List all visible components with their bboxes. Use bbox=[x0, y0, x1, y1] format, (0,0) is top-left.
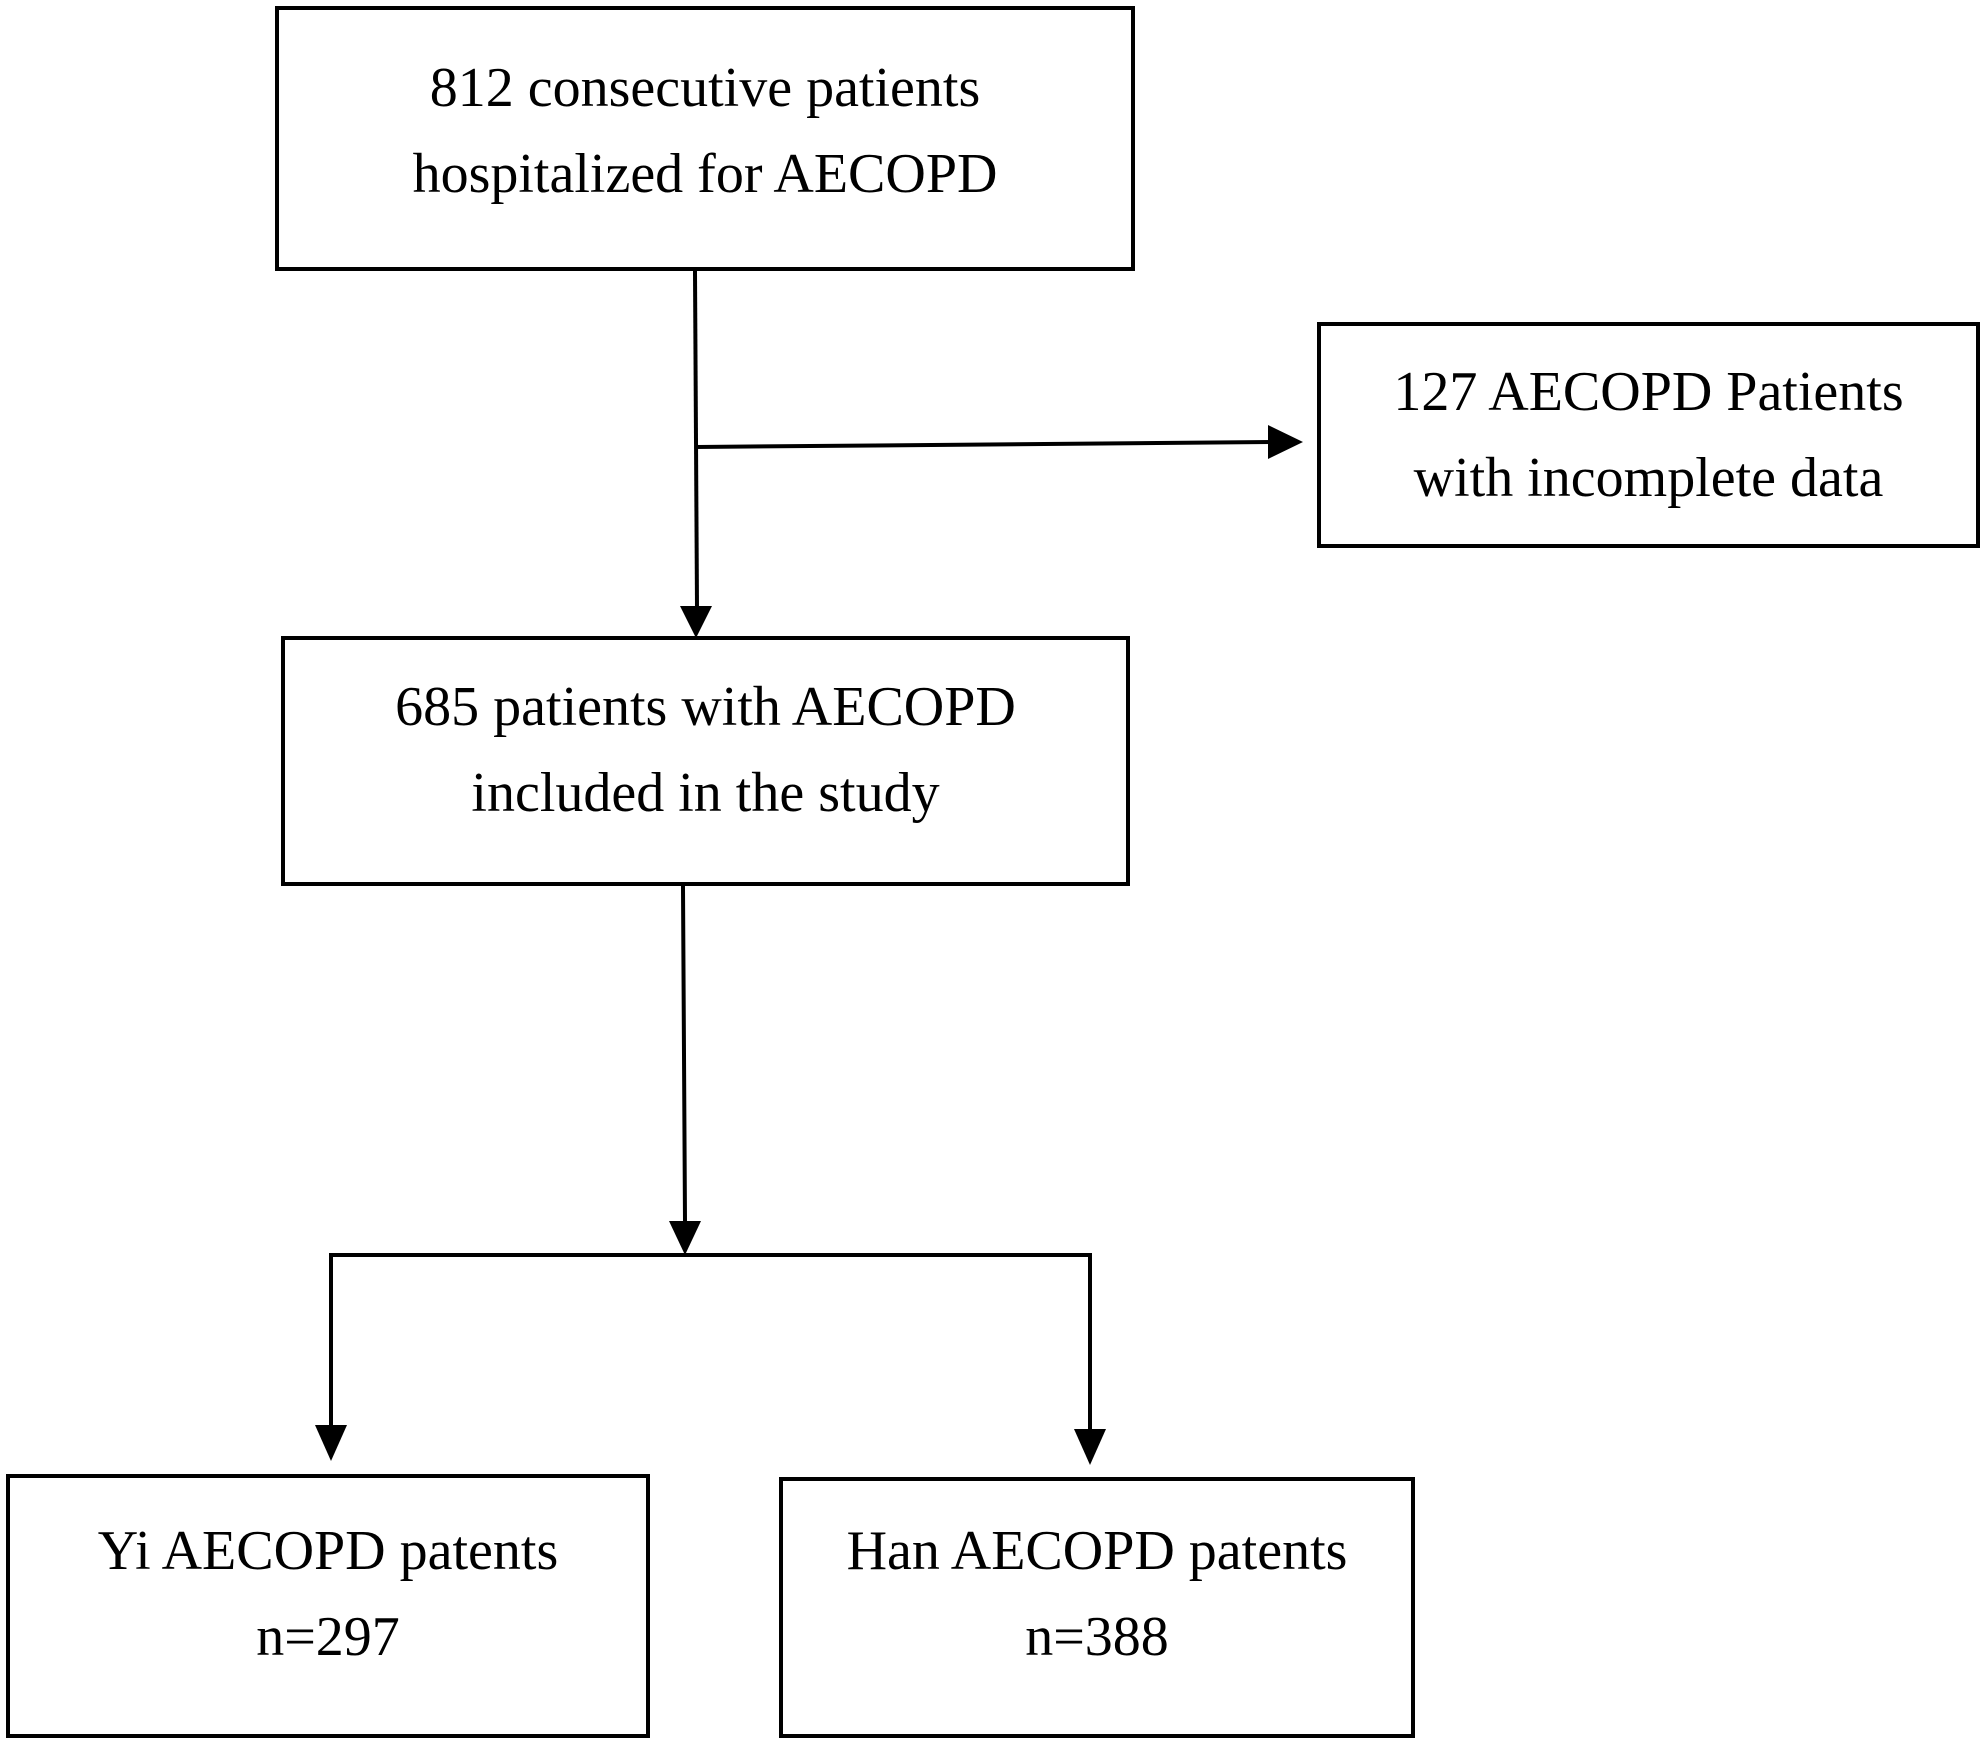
han-patients-count: n=388 bbox=[1025, 1605, 1169, 1668]
han-patients-label: Han AECOPD patents bbox=[846, 1519, 1348, 1582]
han-patients-box: Han AECOPD patents n=388 bbox=[779, 1477, 1415, 1738]
arrowhead-to-split bbox=[669, 1221, 701, 1255]
included-patients-line-1: 685 patients with AECOPD bbox=[395, 676, 1016, 738]
connector-total-to-included bbox=[692, 270, 700, 611]
excluded-patients-line-1: 127 AECOPD Patients bbox=[1393, 361, 1904, 423]
yi-patients-count: n=297 bbox=[256, 1606, 400, 1668]
total-patients-line-2: hospitalized for AECOPD bbox=[412, 142, 998, 205]
arrowhead-to-included bbox=[680, 606, 712, 638]
excluded-patients-box: 127 AECOPD Patients with incomplete data bbox=[1317, 322, 1980, 548]
included-patients-box: 685 patients with AECOPD included in the… bbox=[281, 636, 1130, 886]
total-patients-line-1: 812 consecutive patients bbox=[429, 56, 981, 119]
excluded-patients-line-2: with incomplete data bbox=[1413, 447, 1884, 509]
included-patients-line-2: included in the study bbox=[471, 762, 940, 824]
connector-branch-to-excluded bbox=[694, 439, 1275, 450]
arrowhead-to-han bbox=[1074, 1429, 1106, 1465]
arrowhead-to-yi bbox=[315, 1425, 347, 1461]
total-patients-box: 812 consecutive patients hospitalized fo… bbox=[275, 6, 1135, 271]
arrowhead-to-excluded bbox=[1268, 425, 1303, 459]
yi-patients-label: Yi AECOPD patents bbox=[97, 1520, 559, 1582]
yi-patients-box: Yi AECOPD patents n=297 bbox=[6, 1474, 650, 1738]
connector-included-to-split bbox=[680, 885, 688, 1225]
